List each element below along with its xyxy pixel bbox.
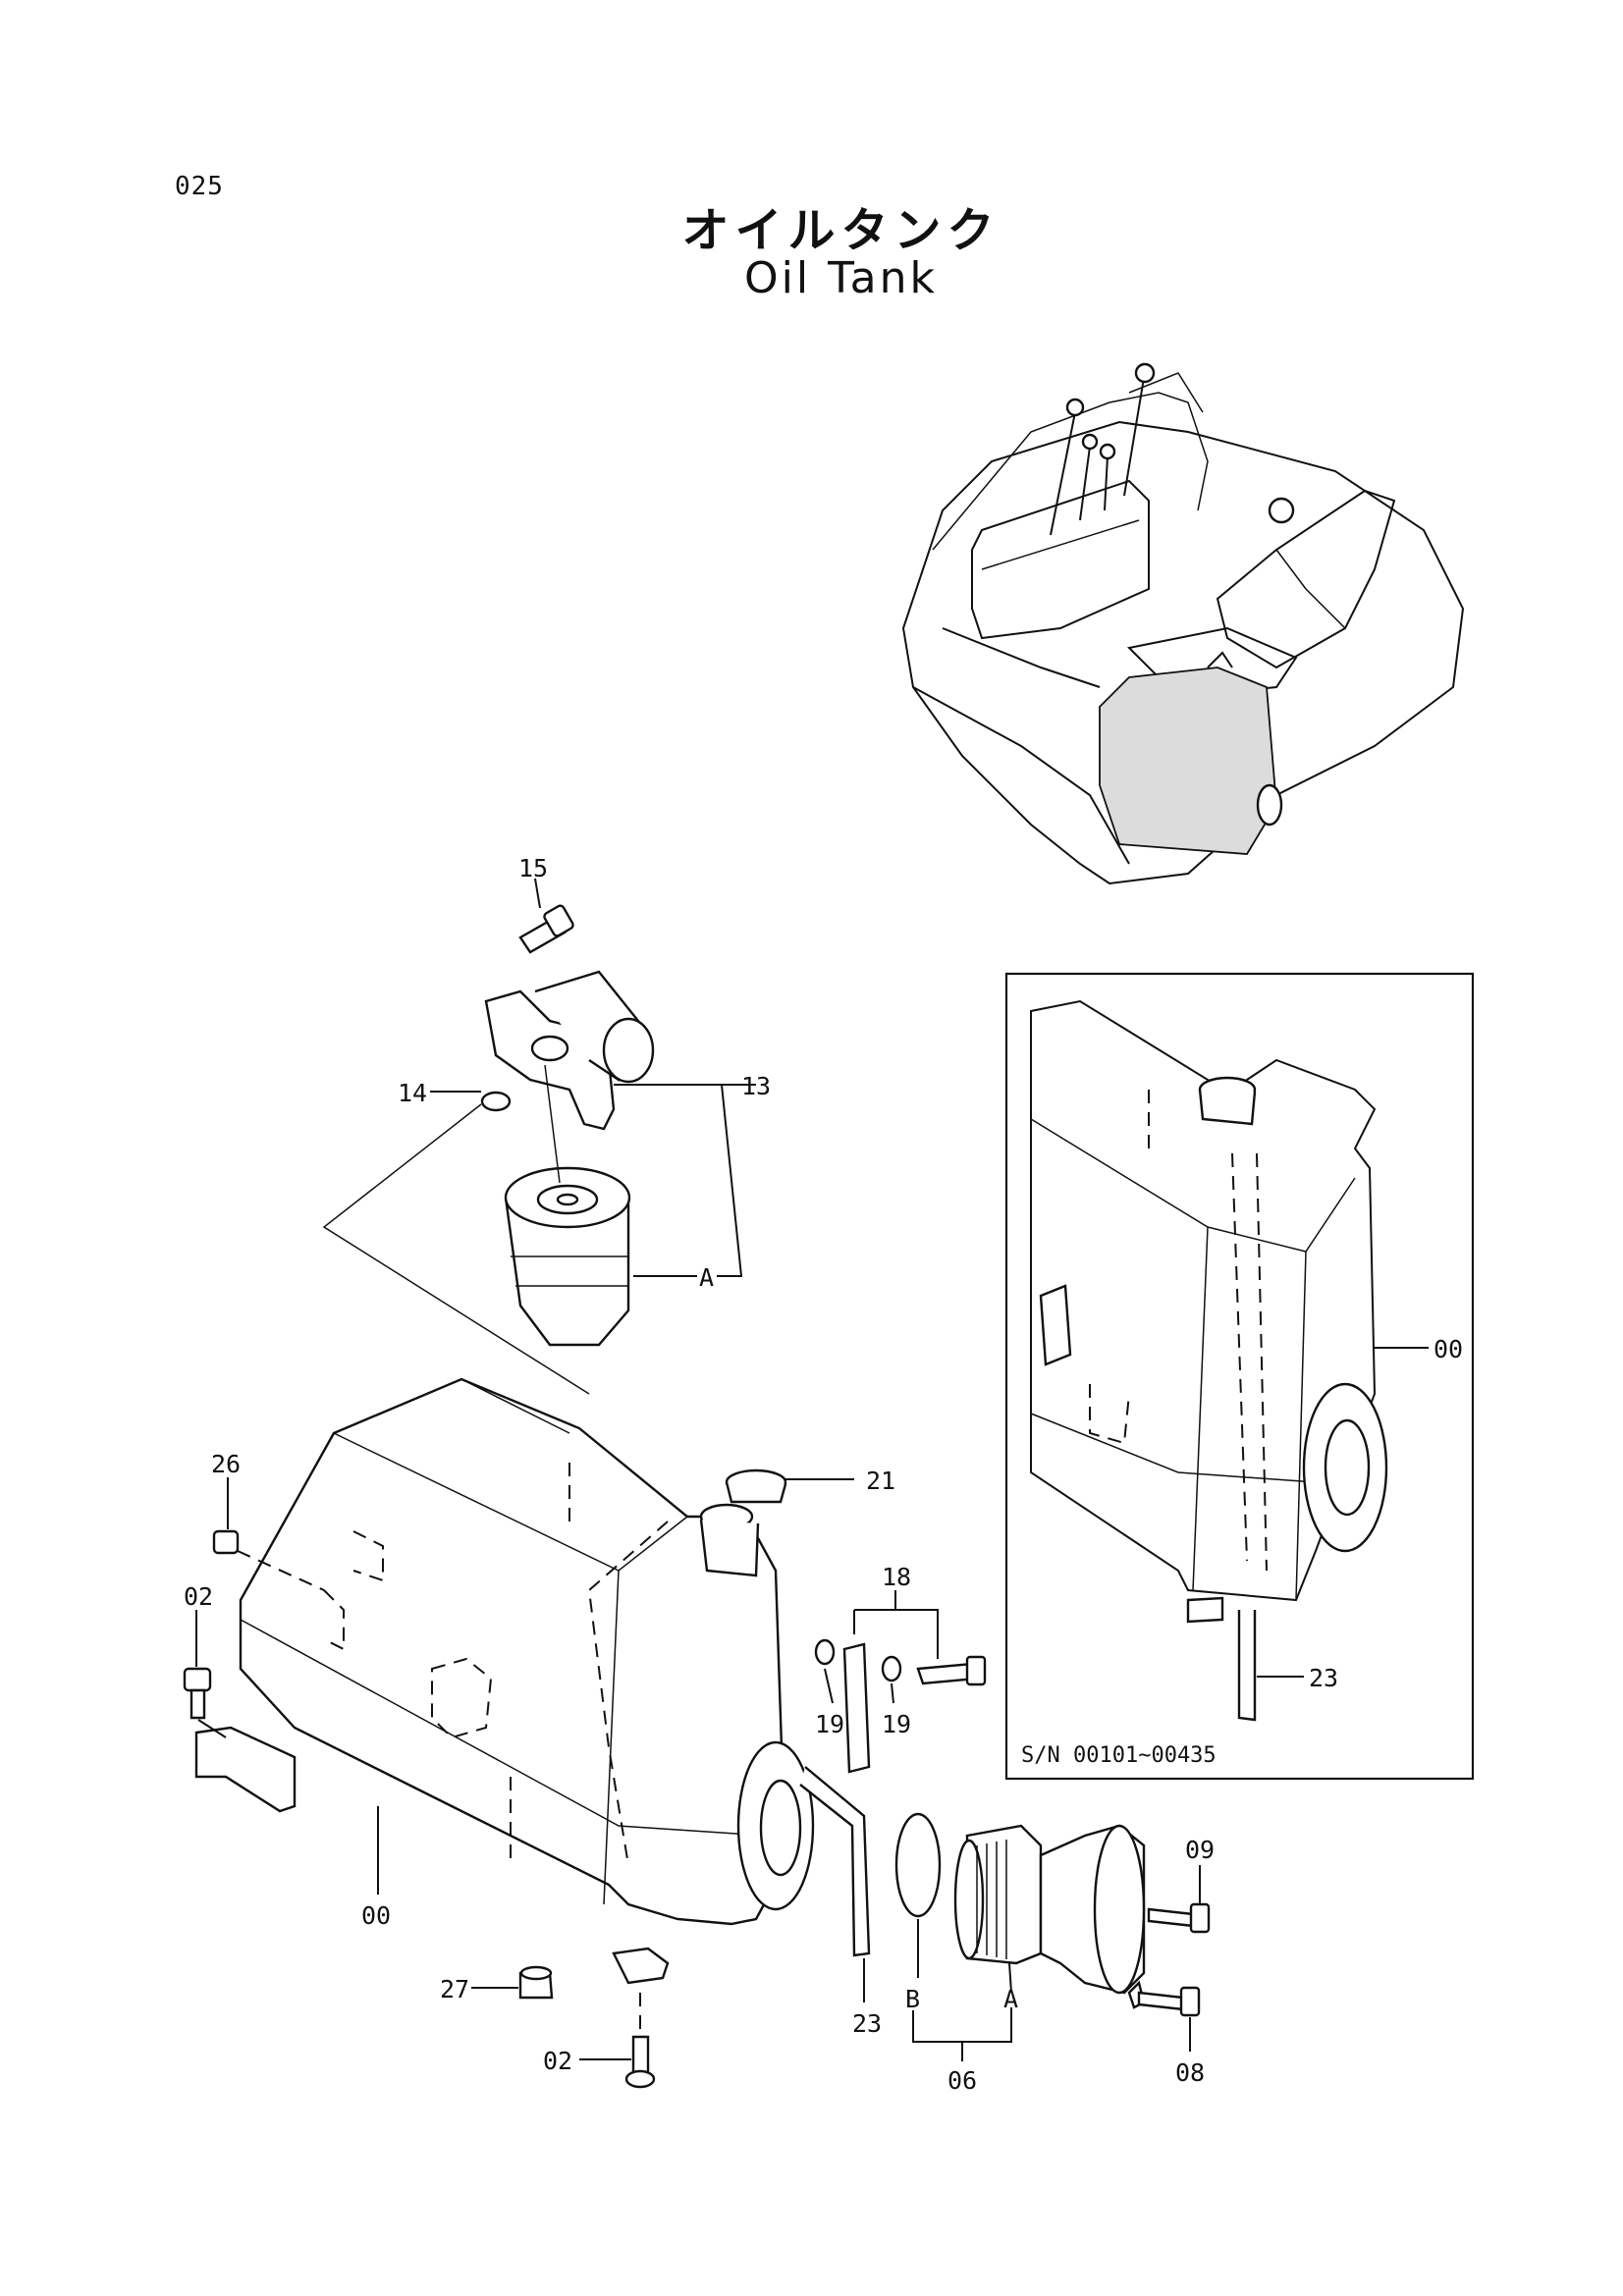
callout-02-lower: 02 — [543, 2047, 572, 2075]
callout-19-right: 19 — [882, 1710, 911, 1738]
callout-b: B — [905, 1985, 920, 2013]
small-fasteners — [183, 1477, 865, 2089]
title-english: Oil Tank — [744, 253, 938, 303]
callout-a-upper: A — [699, 1263, 714, 1292]
callout-00: 00 — [361, 1901, 391, 1930]
callout-09: 09 — [1185, 1836, 1215, 1864]
callout-a-lower: A — [1003, 1985, 1018, 2013]
serial-range-label: S/N 00101~00435 — [1021, 1743, 1217, 1768]
bracket-assembly — [814, 1590, 987, 1774]
callout-14: 14 — [398, 1079, 427, 1107]
callout-02-upper: 02 — [184, 1582, 213, 1611]
inset-callout-pipe: 23 — [1309, 1664, 1338, 1692]
filter-head-assembly — [322, 878, 756, 1395]
callout-27: 27 — [440, 1975, 469, 2003]
callout-21: 21 — [866, 1467, 895, 1495]
callout-26: 26 — [211, 1450, 241, 1478]
callout-labels: 15 13 14 A 26 02 21 18 19 19 00 27 02 23… — [184, 854, 1215, 2095]
callout-13: 13 — [741, 1072, 771, 1100]
callout-23: 23 — [852, 2009, 882, 2038]
title-japanese: オイルタンク — [681, 203, 1001, 258]
callout-06: 06 — [947, 2066, 977, 2095]
main-oil-tank — [194, 1377, 871, 1985]
machine-overview — [901, 362, 1465, 885]
inset-callout-tank: 00 — [1434, 1335, 1463, 1363]
inset-panel: 00 23 S/N 00101~00435 — [1004, 972, 1475, 1781]
page-number: 025 — [175, 172, 224, 201]
strainer-assembly — [894, 1812, 1211, 2061]
callout-15: 15 — [518, 854, 548, 882]
callout-19-left: 19 — [815, 1710, 844, 1738]
callout-18: 18 — [882, 1563, 911, 1591]
callout-08: 08 — [1175, 2058, 1205, 2087]
